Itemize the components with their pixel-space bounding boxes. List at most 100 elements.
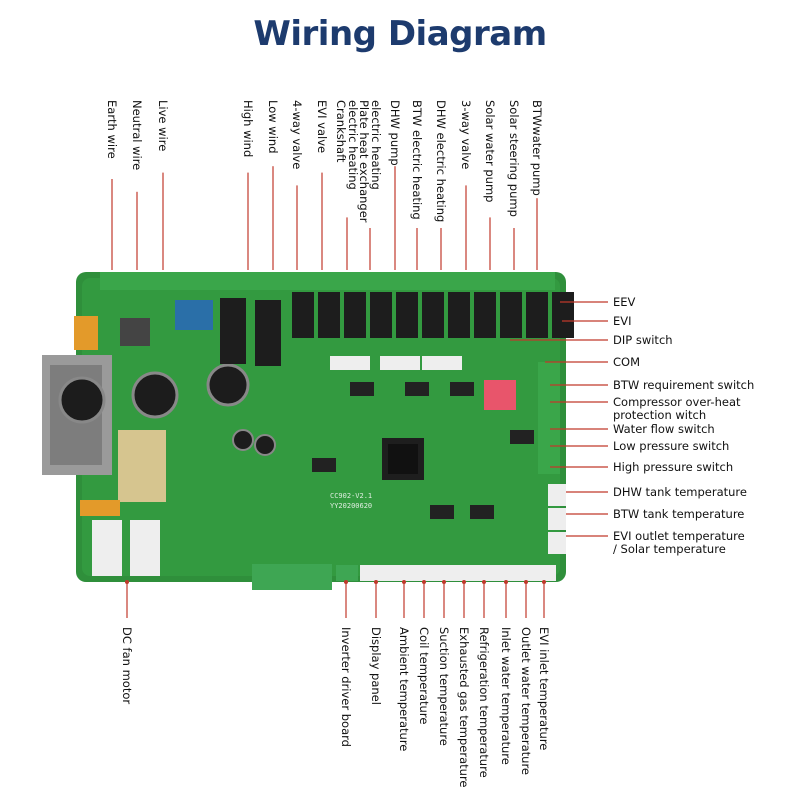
bottom-label-text: Exhausted gas temperature — [457, 627, 471, 788]
top-label-3-way-valve: 3-way valve — [459, 100, 473, 169]
right-label-high-pressure-switch: High pressure switch — [613, 460, 733, 474]
relay — [500, 292, 522, 338]
top-label-text: BTW electric heating — [410, 100, 424, 220]
top-label-btw-electric-heating: BTW electric heating — [410, 100, 424, 220]
right-label-text: EVI — [613, 314, 632, 328]
top-label-4-way-valve: 4-way valve — [290, 100, 304, 169]
bottom-label-text: Refrigeration temperature — [477, 627, 491, 778]
right-label-com: COM — [613, 355, 640, 369]
right-label-water-flow-switch: Water flow switch — [613, 422, 715, 436]
right-label-text: Compressor over-heat — [613, 395, 741, 409]
leader-lines — [111, 166, 608, 618]
bottom-label-coil-temperature: Coil temperature — [417, 627, 431, 724]
dip-switch — [484, 380, 516, 410]
leader-end-dot — [524, 580, 528, 584]
right-label-text: DIP switch — [613, 333, 673, 347]
capacitor — [254, 434, 276, 456]
pcb-board: CC902-V2.1 YY20200620 — [42, 272, 574, 590]
right-label-text: EEV — [613, 295, 636, 309]
bottom-label-ambient-temperature: Ambient temperature — [397, 627, 411, 751]
relay — [396, 292, 418, 338]
top-label-dhw-pump: DHW pump — [388, 100, 402, 166]
leader-end-dot — [344, 580, 348, 584]
top-label-text: Neutral wire — [130, 100, 144, 170]
bottom-label-text: Outlet water temperature — [519, 627, 533, 775]
bottom-label-inverter-driver-board: Inverter driver board — [339, 627, 353, 747]
eev-connector — [380, 356, 420, 370]
right-label-text: Low pressure switch — [613, 439, 729, 453]
top-label-text: 3-way valve — [459, 100, 473, 169]
top-label-earth-wire: Earth wire — [105, 100, 119, 159]
top-label-solar-steering-pump: Solar steering pump — [507, 100, 521, 217]
right-label-evi-outlet-temperature-solar-temperature: EVI outlet temperature/ Solar temperatur… — [613, 529, 745, 556]
top-label-text: Solar water pump — [483, 100, 497, 202]
inverter-terminal — [252, 564, 332, 590]
bottom-label-suction-temperature: Suction temperature — [437, 627, 451, 746]
capacitor — [58, 376, 106, 424]
right-label-dhw-tank-temperature: DHW tank temperature — [613, 485, 747, 499]
fuse-block — [175, 300, 213, 330]
right-label-btw-tank-temperature: BTW tank temperature — [613, 507, 744, 521]
top-label-text: EVI valve — [315, 100, 329, 153]
top-label-text: 4-way valve — [290, 100, 304, 169]
top-label-text: DHW pump — [388, 100, 402, 166]
capacitor — [206, 363, 250, 407]
top-label-text: Crankshaft — [334, 100, 348, 163]
relay — [448, 292, 470, 338]
top-label-text: DHW electric heating — [434, 100, 448, 222]
right-label-text: Water flow switch — [613, 422, 715, 436]
right-label-text: BTW requirement switch — [613, 378, 754, 392]
top-terminals — [100, 272, 555, 290]
inductor — [120, 318, 150, 346]
right-label-btw-requirement-switch: BTW requirement switch — [613, 378, 754, 392]
relay — [220, 298, 246, 364]
right-label-text: BTW tank temperature — [613, 507, 744, 521]
top-label-text: BTWwater pump — [530, 100, 544, 196]
fan-connector — [92, 520, 122, 576]
chip — [450, 382, 474, 396]
leader-end-dot — [125, 580, 129, 584]
bottom-label-text: Display panel — [369, 627, 383, 705]
terminal-block — [74, 316, 98, 350]
bottom-label-text: Inverter driver board — [339, 627, 353, 747]
leader-end-dot — [504, 580, 508, 584]
bottom-label-dc-fan-motor: DC fan motor — [120, 627, 134, 704]
relay — [474, 292, 496, 338]
bottom-label-text: Inlet water temperature — [499, 627, 513, 765]
top-label-neutral-wire: Neutral wire — [130, 100, 144, 170]
sensor-connector — [548, 508, 566, 530]
leader-end-dot — [422, 580, 426, 584]
relay — [422, 292, 444, 338]
top-label-text: electric heating — [346, 100, 360, 190]
relay — [370, 292, 392, 338]
top-label-low-wind: Low wind — [266, 100, 280, 154]
leader-end-dot — [442, 580, 446, 584]
top-label-text: Low wind — [266, 100, 280, 154]
leader-end-dot — [374, 580, 378, 584]
right-label-dip-switch: DIP switch — [613, 333, 673, 347]
relay — [344, 292, 366, 338]
chip — [350, 382, 374, 396]
top-label-text: Solar steering pump — [507, 100, 521, 217]
inverter-terminal — [336, 565, 358, 581]
fan-connector — [130, 520, 160, 576]
top-label-high-wind: High wind — [241, 100, 255, 157]
board-date: YY20200620 — [330, 502, 372, 510]
diagram-title: Wiring Diagram — [253, 14, 547, 54]
right-label-text: COM — [613, 355, 640, 369]
right-label-text: High pressure switch — [613, 460, 733, 474]
bottom-label-evi-inlet-temperature: EVI inlet temperature — [537, 627, 551, 750]
leader-end-dot — [462, 580, 466, 584]
chip — [470, 505, 494, 519]
bottom-label-text: Ambient temperature — [397, 627, 411, 751]
chip — [510, 430, 534, 444]
relay — [255, 300, 281, 366]
relay — [318, 292, 340, 338]
leader-end-dot — [482, 580, 486, 584]
right-label-text: protection witch — [613, 408, 706, 422]
